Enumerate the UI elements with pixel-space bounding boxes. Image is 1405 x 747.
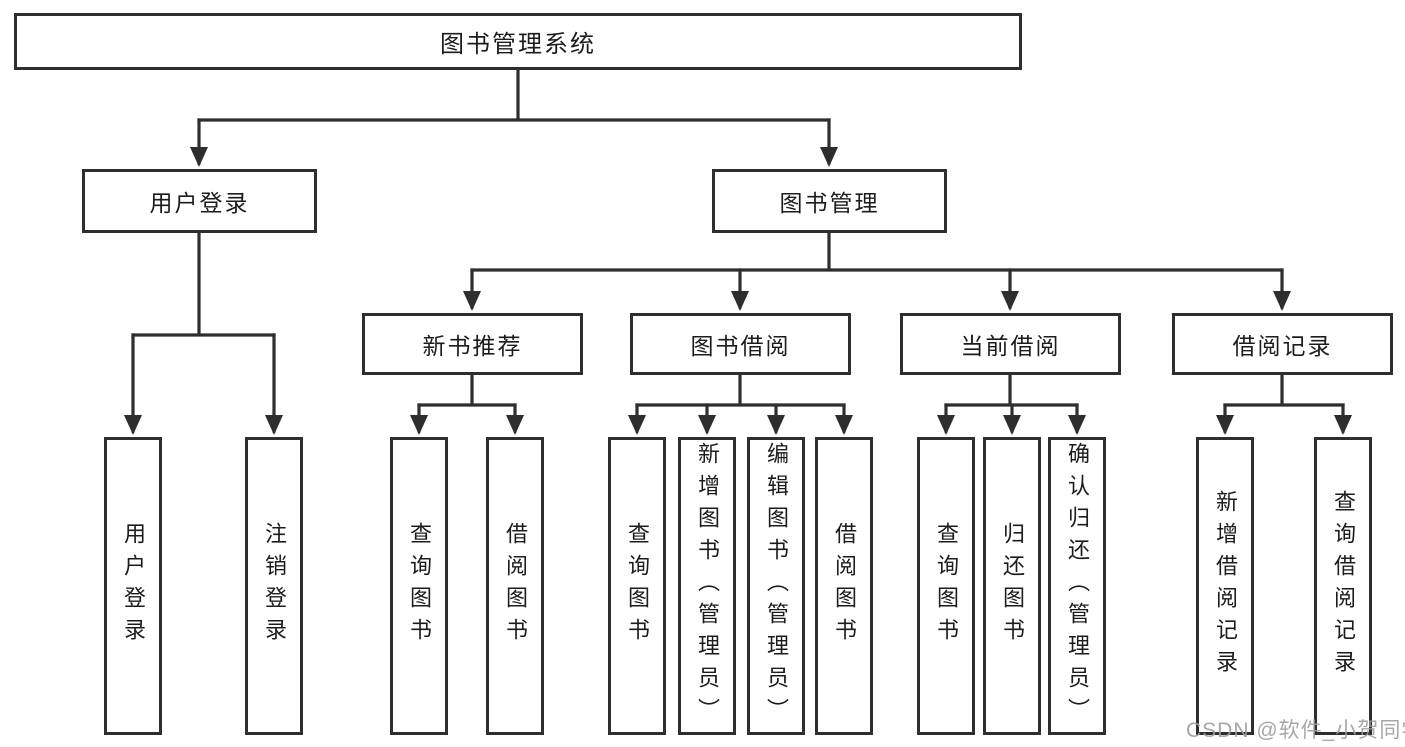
connector-book-management-trunk <box>470 231 1284 272</box>
leaf-records-query-record-label: 查询借阅记录 <box>1331 490 1356 682</box>
node-current-borrow-label: 当前借阅 <box>960 333 1061 359</box>
connector-root-trunk <box>197 68 831 122</box>
node-book-borrow-label: 图书借阅 <box>690 333 791 359</box>
leaf-borrow-edit-books-admin: 编辑图书（管理员） <box>747 437 805 735</box>
leaf-current-confirm-return-admin-label: 确认归还（管理员） <box>1065 442 1090 730</box>
leaf-borrow-query-books: 查询图书 <box>608 437 666 735</box>
leaf-borrow-borrow-books-label: 借阅图书 <box>832 522 857 650</box>
leaf-recommend-borrow-books-label: 借阅图书 <box>503 522 528 650</box>
leaf-borrow-edit-books-admin-label: 编辑图书（管理员） <box>764 442 789 730</box>
leaf-user-login-label: 用户登录 <box>121 522 146 650</box>
leaf-user-login: 用户登录 <box>104 437 162 735</box>
leaf-borrow-borrow-books: 借阅图书 <box>815 437 873 735</box>
node-book-borrow: 图书借阅 <box>630 313 851 375</box>
node-borrow-records: 借阅记录 <box>1172 313 1393 375</box>
node-current-borrow: 当前借阅 <box>900 313 1121 375</box>
node-new-book-recommend-label: 新书推荐 <box>422 333 523 359</box>
csdn-watermark: CSDN @软件_小贺同学 <box>1186 719 1405 742</box>
connector-borrow-trunk <box>635 373 846 407</box>
node-borrow-records-label: 借阅记录 <box>1232 333 1333 359</box>
node-root-label: 图书管理系统 <box>440 31 596 58</box>
leaf-logout-label: 注销登录 <box>262 522 287 650</box>
leaf-recommend-query-books: 查询图书 <box>390 437 448 735</box>
node-new-book-recommend: 新书推荐 <box>362 313 583 375</box>
node-book-management-label: 图书管理 <box>779 190 880 216</box>
node-user-login-label: 用户登录 <box>149 190 250 216</box>
leaf-borrow-add-books-admin: 新增图书（管理员） <box>678 437 736 735</box>
leaf-current-return-books-label: 归还图书 <box>1000 522 1025 650</box>
connector-records-trunk <box>1223 373 1345 407</box>
leaf-recommend-query-books-label: 查询图书 <box>407 522 432 650</box>
leaf-current-query-books-label: 查询图书 <box>934 522 959 650</box>
leaf-recommend-borrow-books: 借阅图书 <box>486 437 544 735</box>
node-book-management: 图书管理 <box>712 169 947 233</box>
connector-recommend-trunk <box>417 373 517 407</box>
leaf-records-query-record: 查询借阅记录 <box>1314 437 1372 735</box>
leaf-logout: 注销登录 <box>245 437 303 735</box>
node-root-system: 图书管理系统 <box>14 13 1022 70</box>
node-user-login: 用户登录 <box>82 169 317 233</box>
leaf-records-add-record-label: 新增借阅记录 <box>1213 490 1238 682</box>
connector-user-login-trunk <box>131 231 276 337</box>
leaf-current-confirm-return-admin: 确认归还（管理员） <box>1048 437 1106 735</box>
leaf-current-query-books: 查询图书 <box>917 437 975 735</box>
leaf-borrow-query-books-label: 查询图书 <box>625 522 650 650</box>
leaf-current-return-books: 归还图书 <box>983 437 1041 735</box>
leaf-borrow-add-books-admin-label: 新增图书（管理员） <box>695 442 720 730</box>
leaf-records-add-record: 新增借阅记录 <box>1196 437 1254 735</box>
connector-current-trunk <box>944 373 1079 407</box>
